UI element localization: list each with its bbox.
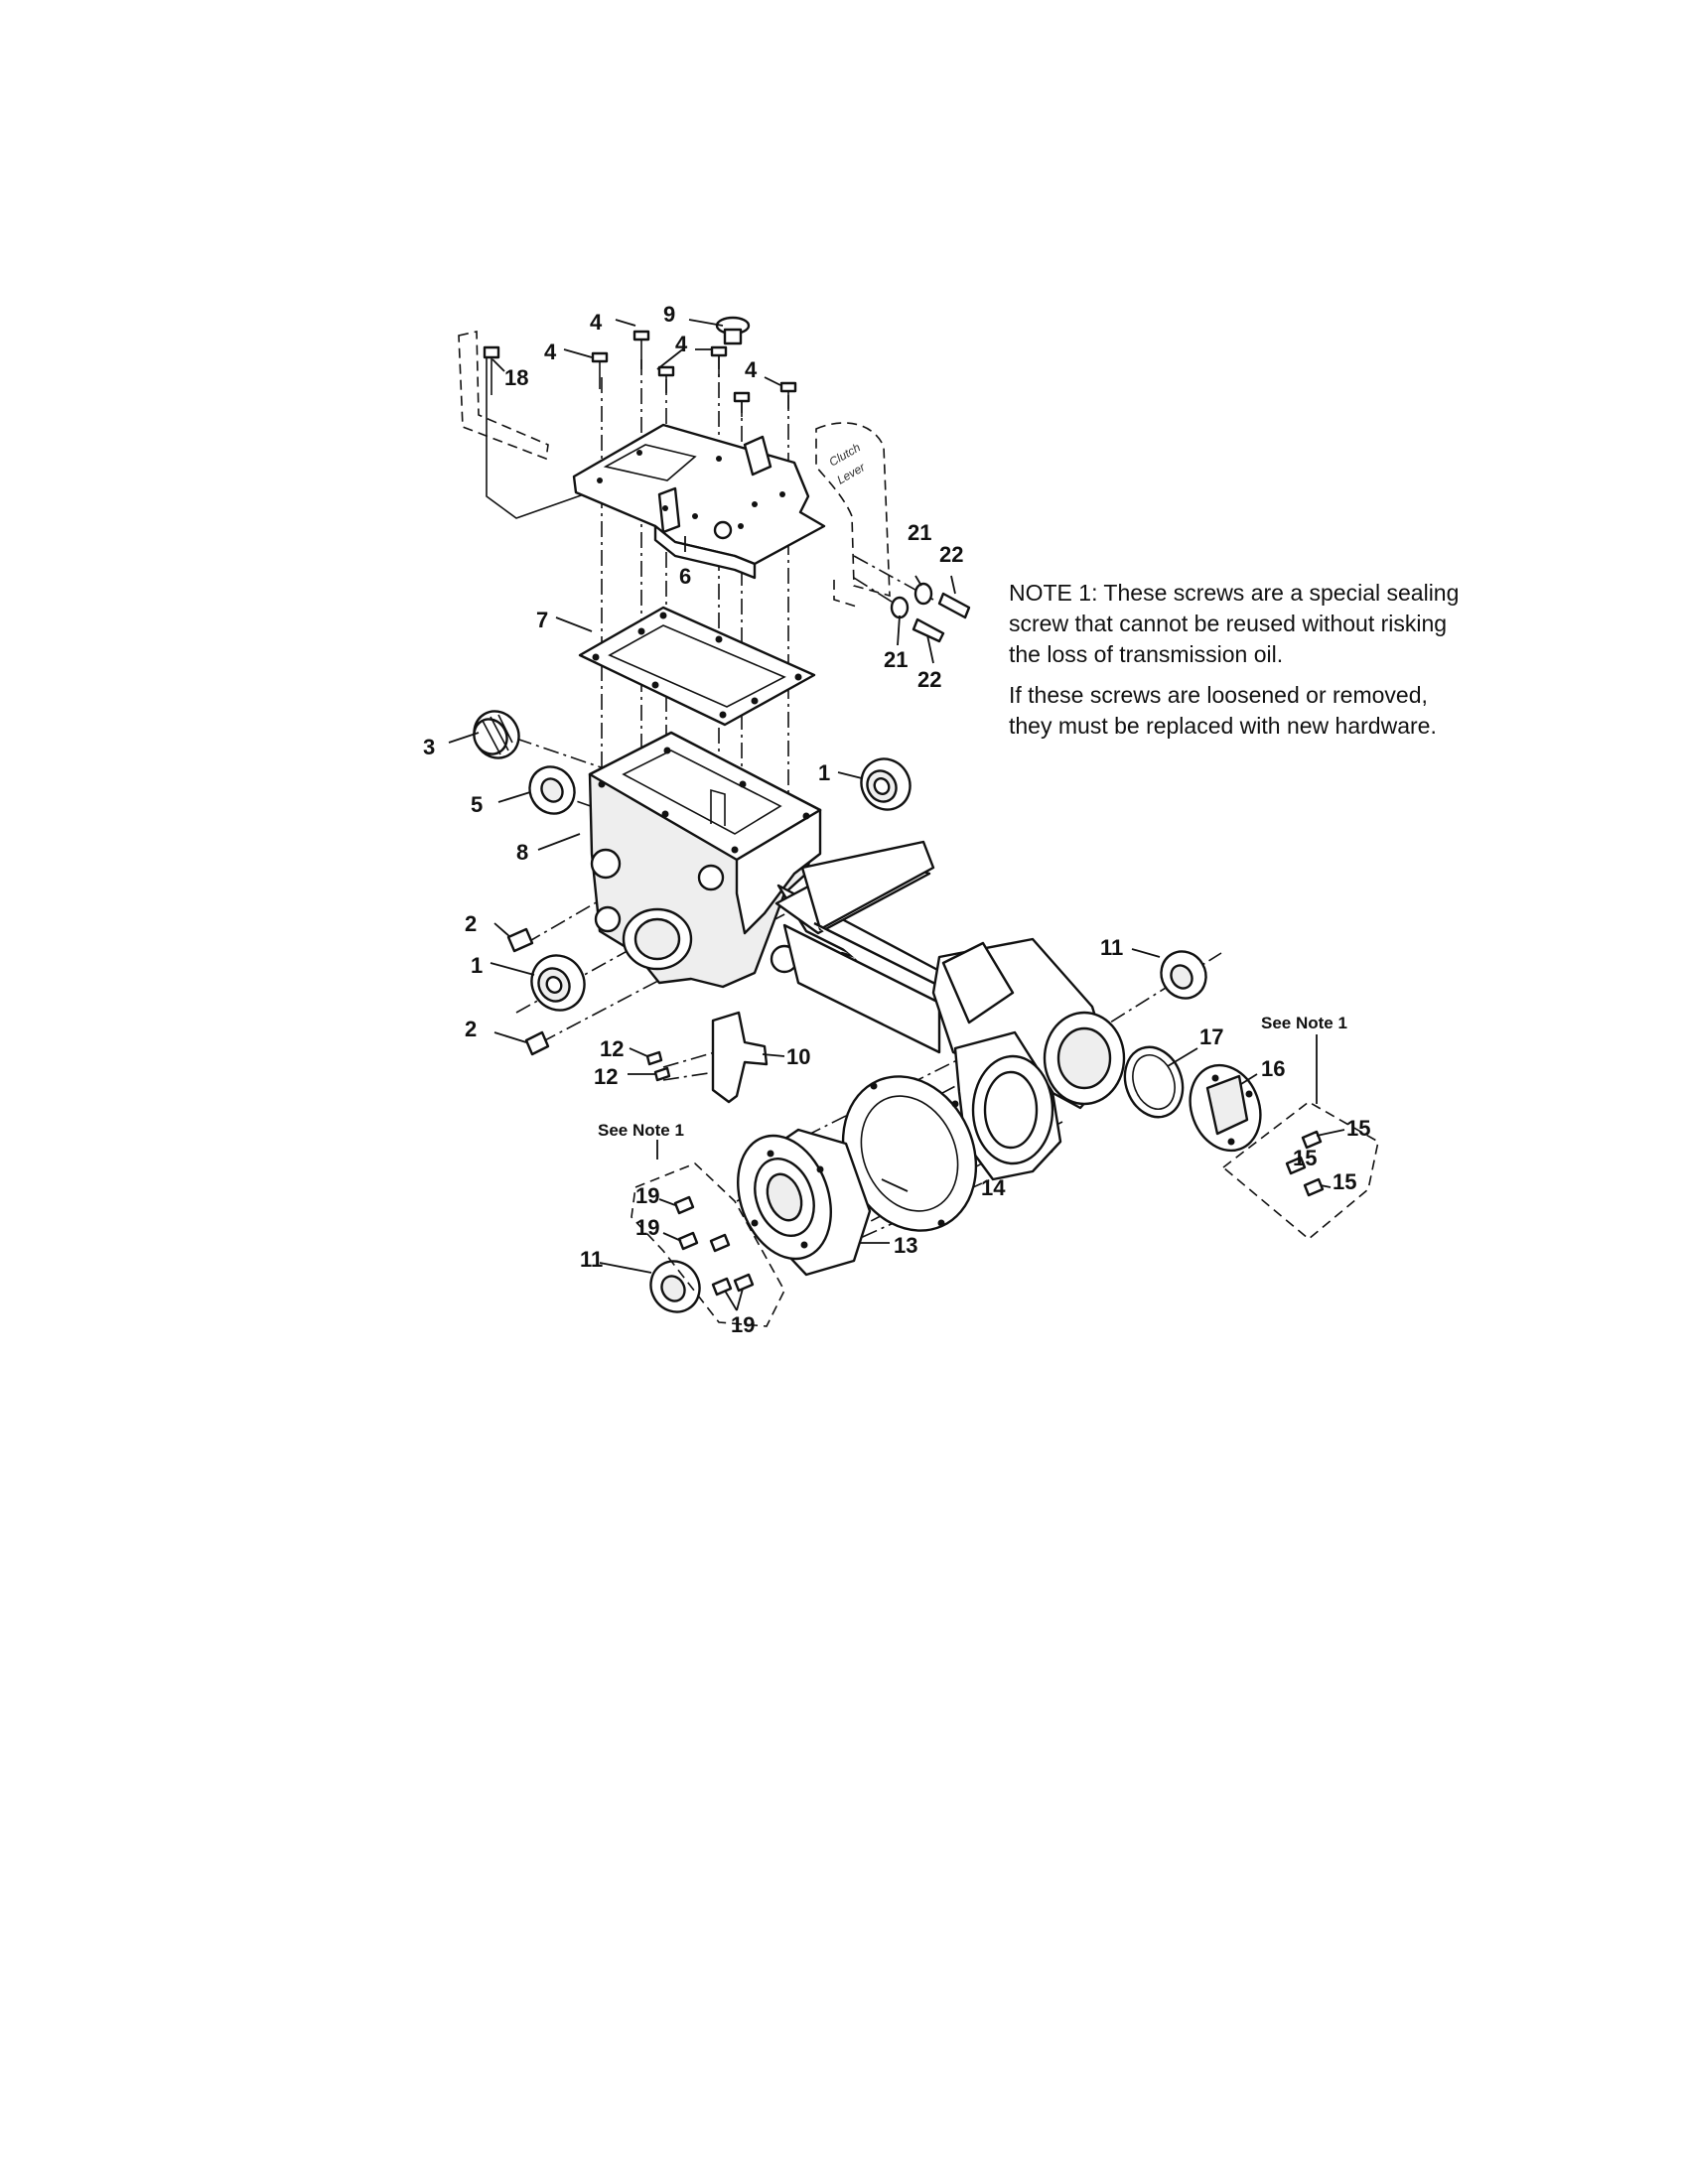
callout-4: 4 — [745, 357, 758, 382]
callout-15: 15 — [1293, 1146, 1317, 1170]
transmission-housing — [588, 731, 822, 989]
callout-2: 2 — [465, 1017, 477, 1041]
callout-4: 4 — [544, 340, 557, 364]
callout-16: 16 — [1261, 1056, 1285, 1081]
see-note-label-left: See Note 1 — [598, 1121, 684, 1140]
cover-16 — [1189, 1063, 1262, 1153]
bearing-1-left — [530, 954, 586, 1012]
callout-18: 18 — [504, 365, 528, 390]
seal-11-right — [1160, 950, 1207, 1000]
callout-8: 8 — [516, 840, 528, 865]
callout-1: 1 — [818, 760, 830, 785]
callout-4: 4 — [675, 332, 688, 356]
callout-21: 21 — [908, 520, 931, 545]
flange-gasket — [841, 1075, 978, 1232]
callout-12: 12 — [594, 1064, 618, 1089]
callout-15: 15 — [1333, 1169, 1356, 1194]
callout-3: 3 — [423, 735, 435, 759]
end-cap — [737, 1128, 872, 1277]
callout-19: 19 — [731, 1312, 755, 1337]
see-note-label-right: See Note 1 — [1261, 1014, 1347, 1032]
callout-19: 19 — [635, 1183, 659, 1208]
callout-6: 6 — [679, 564, 691, 589]
o-ring-17 — [1123, 1045, 1185, 1119]
axle-tube — [774, 840, 1126, 1110]
callout-22: 22 — [917, 667, 941, 692]
bolts — [483, 316, 1325, 1297]
leader-lines — [448, 319, 1345, 1311]
seal-11-left — [649, 1260, 701, 1313]
callout-17: 17 — [1199, 1024, 1223, 1049]
callout-13: 13 — [894, 1233, 917, 1258]
callout-21: 21 — [884, 647, 908, 672]
top-cover-plate — [572, 423, 826, 580]
see-note-group-left — [631, 1140, 785, 1327]
callout-4: 4 — [590, 310, 603, 335]
clutch-lever-outline: Clutch Lever — [815, 422, 891, 609]
callout-labels: 4 4 4 4 9 18 6 7 3 5 8 1 2 1 2 12 12 10 … — [423, 302, 1370, 1337]
callout-15: 15 — [1346, 1116, 1370, 1141]
callout-9: 9 — [663, 302, 675, 327]
gasket — [578, 606, 816, 727]
callout-19: 19 — [635, 1215, 659, 1240]
callout-11: 11 — [1100, 935, 1123, 960]
callout-2: 2 — [465, 911, 477, 936]
bearing-1-top — [860, 757, 912, 811]
callout-7: 7 — [536, 608, 548, 632]
callout-12: 12 — [600, 1036, 624, 1061]
callout-1: 1 — [471, 953, 483, 978]
note-paragraph-2: If these screws are loosened or removed,… — [1009, 682, 1437, 739]
seal-3 — [473, 710, 520, 759]
callout-11: 11 — [580, 1247, 603, 1272]
side-housing — [953, 1030, 1062, 1181]
seal-5 — [528, 765, 576, 815]
note-block: NOTE 1: These screws are a special seali… — [1009, 578, 1475, 751]
callout-14: 14 — [981, 1175, 1006, 1200]
callout-5: 5 — [471, 792, 483, 817]
bracket — [711, 1011, 769, 1104]
callout-22: 22 — [939, 542, 963, 567]
note-paragraph-1: NOTE 1: These screws are a special seali… — [1009, 580, 1460, 667]
callout-10: 10 — [786, 1044, 810, 1069]
see-note-group-right — [1221, 1034, 1379, 1241]
